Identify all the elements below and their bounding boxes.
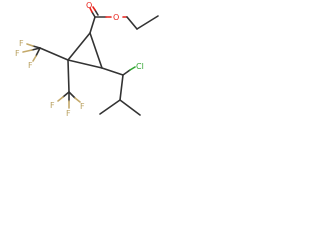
bond-cf3-bot-f-right: [68, 91, 76, 99]
bond-carbonyl-upper-b-o: [92, 6, 96, 11]
bond-cf3-left-f-top-color: [26, 43, 34, 47]
bond-ethyl-2: [136, 15, 159, 30]
bond-carbonyl-upper-a-o: [89, 7, 93, 13]
atom-f-bottom-mid: F: [66, 109, 71, 118]
bond-cf3-bot-f-right-color: [74, 97, 81, 103]
bond-ring-carbonyl: [89, 16, 96, 34]
bond-chcl-ch: [119, 74, 124, 101]
bond-ring-cf3-left: [39, 47, 69, 61]
bond-cf3-left-f-mid-color: [22, 49, 33, 53]
molecule-drawing: O O F F F F F F Cl: [15, 1, 159, 118]
bond-chcl-cl-color: [129, 66, 136, 71]
bond-cf3-bot-f-left: [62, 91, 70, 98]
bond-ch-methyl-right: [119, 99, 141, 116]
atom-f-left-mid: F: [15, 49, 20, 58]
atom-f-bottom-right: F: [80, 102, 85, 111]
bond-carbonyl-upper-a: [91, 11, 96, 18]
ring-bond-top-right: [89, 32, 103, 69]
atom-f-left-top: F: [19, 39, 24, 48]
structure-diagram: O O F F F F F F Cl: [0, 0, 164, 126]
atom-cl: Cl: [136, 62, 144, 71]
bond-chcl-cl: [122, 69, 131, 76]
bond-ethyl-1: [126, 16, 138, 30]
bond-cf3-left-f-bot-color: [32, 55, 37, 62]
atom-f-left-bot: F: [28, 61, 33, 70]
bond-ch-methyl-left: [99, 99, 121, 115]
ring-bond-bottom: [67, 59, 103, 69]
atom-o-carbonyl: O: [86, 1, 92, 10]
bond-ring-cf3-bottom: [67, 59, 70, 93]
atom-f-bottom-left: F: [50, 101, 55, 110]
bond-carbonyl-upper-b: [94, 9, 99, 16]
bond-cf3-bot-f-left-color: [57, 96, 64, 102]
atom-o-ester: O: [113, 13, 119, 22]
bond-ring-chcl: [101, 67, 124, 76]
bond-cf3-left-f-mid: [31, 47, 41, 51]
ring-bond-top-left: [67, 32, 91, 61]
bond-cf3-left-f-bot: [35, 47, 41, 57]
